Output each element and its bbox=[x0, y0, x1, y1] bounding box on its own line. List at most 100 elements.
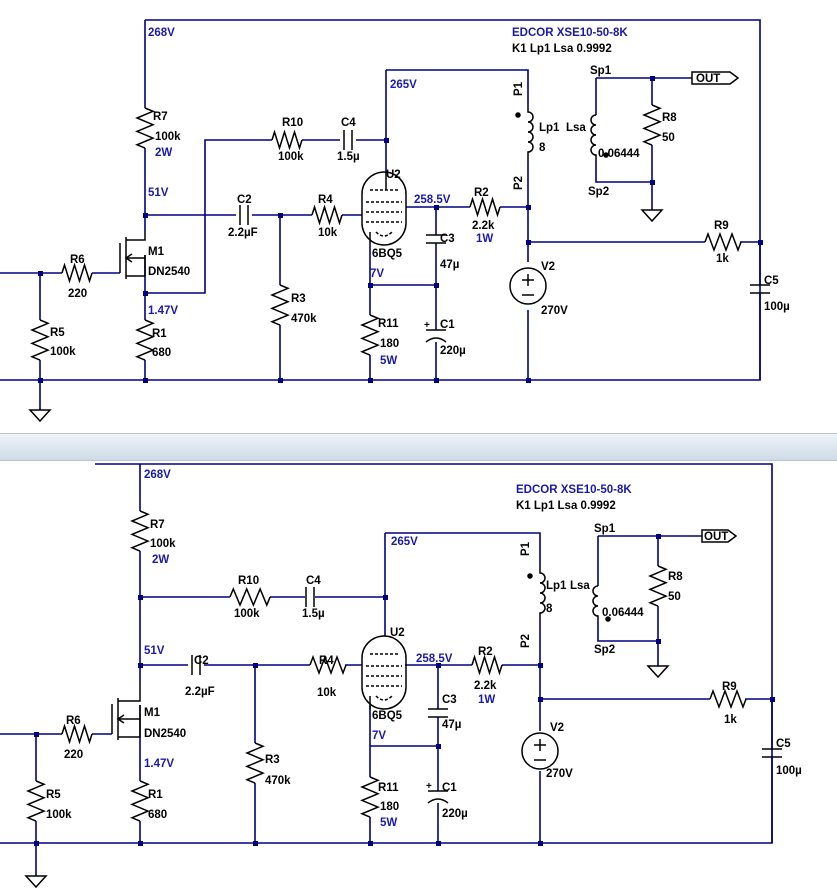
value-v2: 270V bbox=[546, 768, 573, 780]
label-c2: C2 bbox=[237, 194, 252, 206]
label-c2: C2 bbox=[194, 655, 209, 667]
value-lsa: 0.06444 bbox=[598, 148, 640, 160]
resistor-r1 bbox=[130, 780, 150, 822]
capacitor-c3 bbox=[426, 234, 446, 244]
resistor-r8 bbox=[648, 565, 668, 607]
capacitor-c1: + bbox=[426, 781, 449, 804]
wires bbox=[0, 463, 773, 876]
power-r2: 1W bbox=[478, 694, 495, 706]
resistor-r4 bbox=[309, 654, 347, 676]
label-r10: R10 bbox=[238, 575, 259, 587]
capacitor-c1: + bbox=[424, 320, 447, 343]
value-r1: 680 bbox=[152, 347, 171, 359]
label-r4: R4 bbox=[318, 194, 333, 206]
label-r8: R8 bbox=[668, 571, 683, 583]
capacitor-c5 bbox=[750, 284, 770, 300]
label-c3: C3 bbox=[440, 233, 455, 245]
value-m1: DN2540 bbox=[144, 728, 186, 740]
out-port bbox=[691, 71, 740, 85]
value-r2: 2.2k bbox=[474, 680, 497, 692]
net-1.47v: 1.47V bbox=[148, 305, 178, 317]
value-r4: 10k bbox=[317, 687, 337, 699]
ground-symbol-secondary bbox=[646, 665, 670, 679]
transformer-lsa bbox=[590, 114, 609, 160]
value-r7: 100k bbox=[150, 538, 176, 550]
label-r6: R6 bbox=[70, 254, 85, 266]
value-r5: 100k bbox=[46, 809, 72, 821]
label-lsa: Lsa bbox=[570, 580, 590, 592]
label-r11: R11 bbox=[378, 782, 399, 794]
schematic-panel-bottom: + EDCOR XSE10-50-8K K1 Lp1 Lsa 0.9992 26… bbox=[0, 461, 837, 891]
resistor-r9 bbox=[709, 688, 747, 710]
net-1.47v: 1.47V bbox=[144, 758, 174, 770]
net-258.5v: 258.5V bbox=[416, 653, 453, 665]
net-7v: 7V bbox=[372, 730, 386, 742]
label-lsa: Lsa bbox=[566, 122, 586, 134]
value-r8: 50 bbox=[662, 132, 675, 144]
value-r2: 2.2k bbox=[472, 220, 495, 232]
transformer-lsa bbox=[592, 585, 611, 622]
label-r2: R2 bbox=[478, 646, 493, 658]
label-m1: M1 bbox=[148, 246, 165, 258]
tube-u2 bbox=[361, 171, 407, 246]
label-r5: R5 bbox=[50, 327, 65, 339]
label-u2: U2 bbox=[390, 627, 405, 639]
schematic-panel-top: + EDCOR XSE10-50-8K K1 Lp1 Lsa 0.9992 26… bbox=[0, 0, 837, 433]
value-r10: 100k bbox=[234, 608, 260, 620]
resistor-r10 bbox=[271, 129, 303, 151]
value-c3: 47µ bbox=[440, 259, 459, 271]
label-r1: R1 bbox=[152, 328, 167, 340]
value-r7: 100k bbox=[155, 131, 181, 143]
label-m1: M1 bbox=[144, 707, 161, 719]
label-r3: R3 bbox=[291, 293, 306, 305]
voltage-source-v2 bbox=[509, 267, 547, 305]
value-r6: 220 bbox=[68, 288, 87, 300]
label-r9: R9 bbox=[714, 220, 729, 232]
value-lp1: 8 bbox=[539, 142, 546, 154]
power-r7: 2W bbox=[155, 147, 172, 159]
value-c2: 2.2µF bbox=[185, 686, 215, 698]
label-c5: C5 bbox=[764, 275, 779, 287]
svg-text:+: + bbox=[426, 781, 432, 792]
resistor-r5 bbox=[30, 319, 50, 361]
label-sp2: Sp2 bbox=[588, 186, 609, 198]
svg-text:+: + bbox=[424, 320, 430, 331]
label-sp2: Sp2 bbox=[594, 644, 615, 656]
label-c1: C1 bbox=[440, 319, 455, 331]
value-r11: 180 bbox=[380, 801, 399, 813]
value-c4: 1.5µ bbox=[337, 151, 360, 163]
transformer-lp1 bbox=[527, 566, 546, 621]
junction-dots bbox=[34, 534, 775, 846]
window-divider bbox=[0, 433, 837, 461]
label-p1: P1 bbox=[520, 541, 532, 556]
value-r3: 470k bbox=[291, 313, 317, 325]
voltage-source-v2 bbox=[521, 732, 559, 770]
value-r8: 50 bbox=[668, 591, 681, 603]
value-c1: 220µ bbox=[440, 345, 466, 357]
label-lp1: Lp1 bbox=[539, 122, 560, 134]
value-c4: 1.5µ bbox=[302, 608, 325, 620]
value-r4: 10k bbox=[318, 227, 338, 239]
resistor-r4 bbox=[311, 204, 343, 226]
mosfet-m1 bbox=[119, 230, 146, 279]
transformer-lp1 bbox=[515, 105, 534, 160]
value-u2: 6BQ5 bbox=[372, 248, 403, 260]
label-c1: C1 bbox=[442, 782, 457, 794]
label-r2: R2 bbox=[474, 187, 489, 199]
resistor-r2 bbox=[471, 654, 503, 676]
label-lp1: Lp1 bbox=[546, 580, 567, 592]
value-r5: 100k bbox=[50, 346, 76, 358]
capacitor-c4 bbox=[305, 587, 315, 607]
label-r1: R1 bbox=[148, 789, 163, 801]
label-u2: U2 bbox=[386, 169, 401, 181]
resistor-r10 bbox=[229, 587, 271, 607]
resistor-r6 bbox=[61, 262, 93, 284]
label-c3: C3 bbox=[442, 694, 457, 706]
label-sp1: Sp1 bbox=[594, 523, 616, 535]
value-r11: 180 bbox=[380, 338, 399, 350]
value-v2: 270V bbox=[541, 305, 568, 317]
net-265v: 265V bbox=[390, 79, 417, 91]
net-51v: 51V bbox=[144, 645, 165, 657]
value-r6: 220 bbox=[64, 749, 83, 761]
resistor-r7 bbox=[135, 107, 155, 149]
